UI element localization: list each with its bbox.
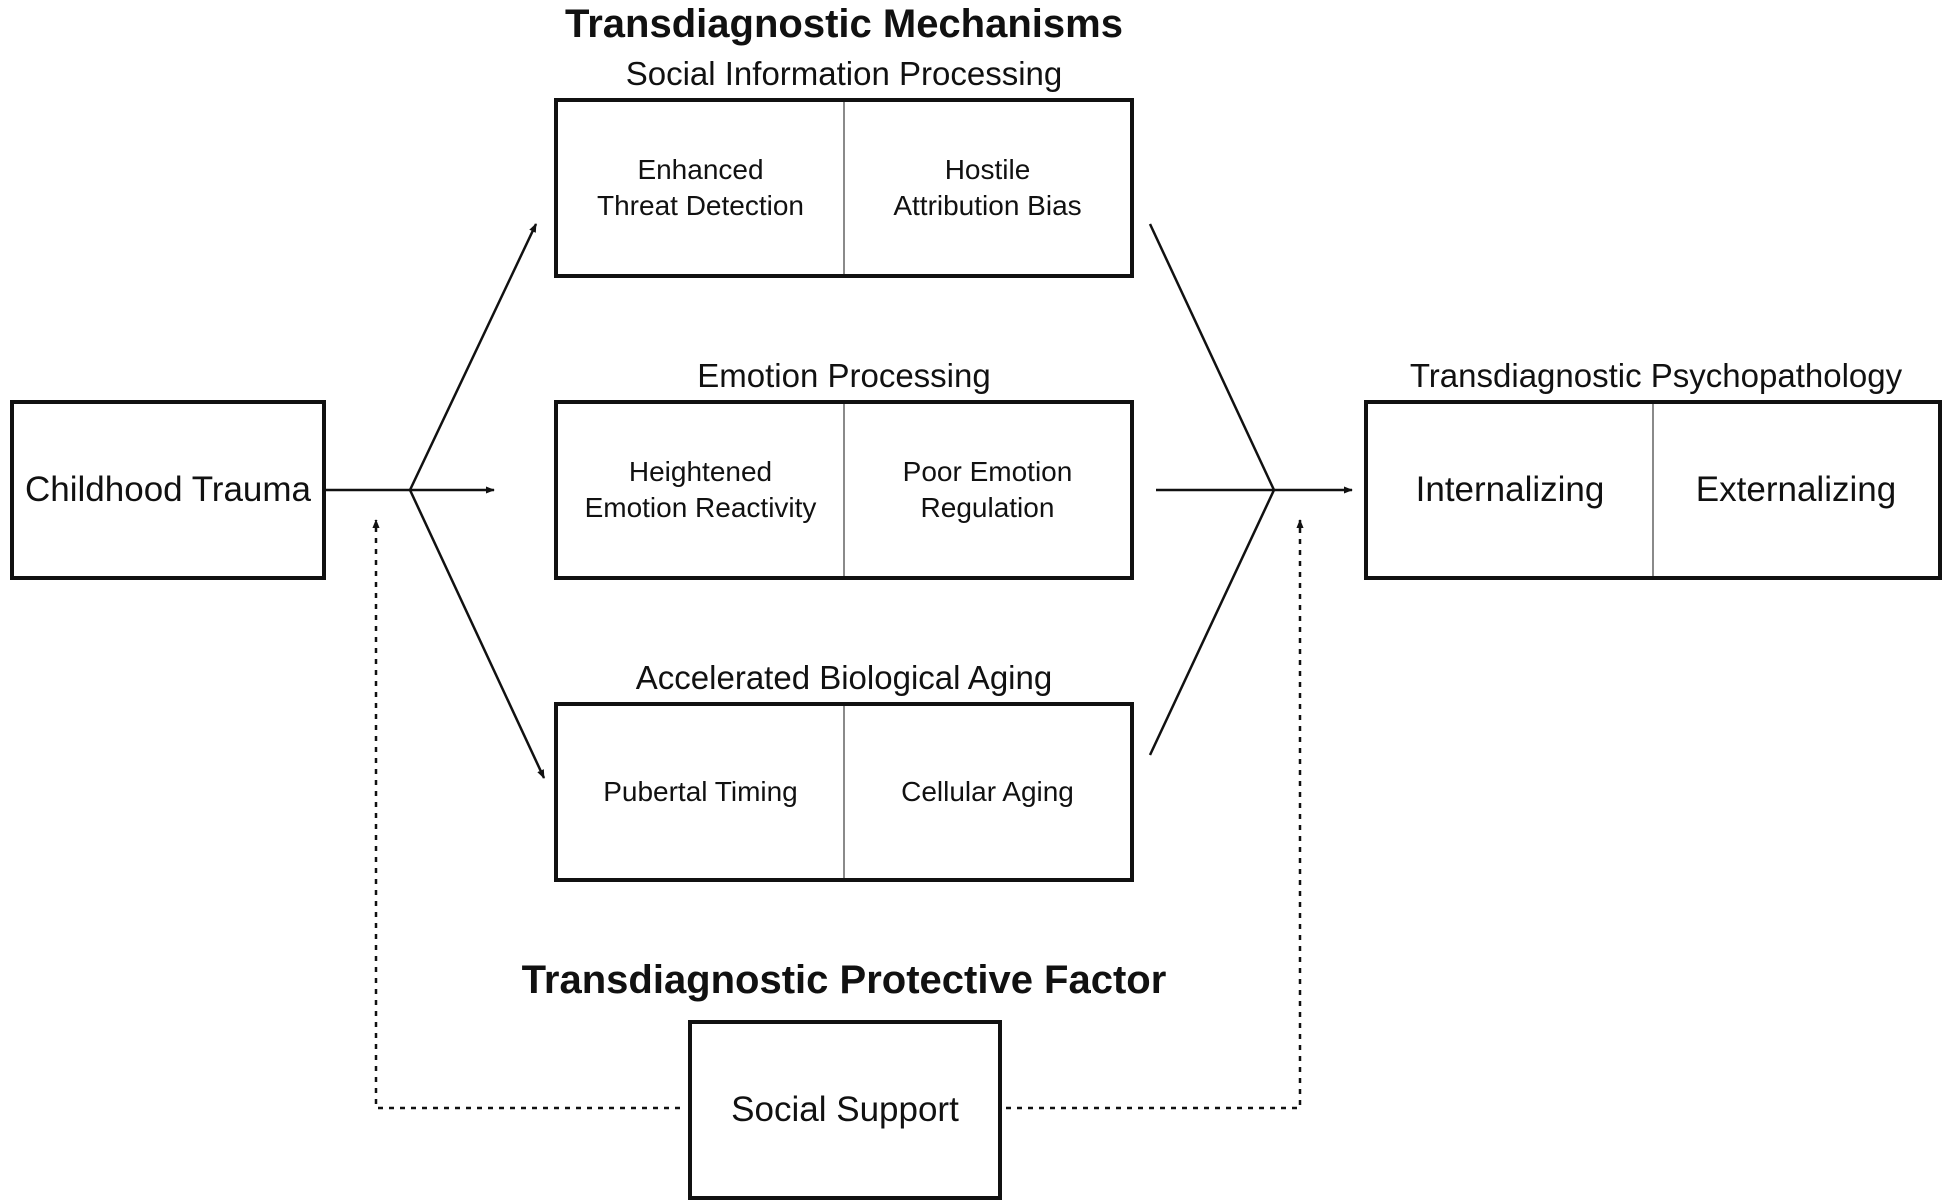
hostile-attribution-bias: Hostile Attribution Bias — [843, 102, 1130, 274]
childhood-trauma-box: Childhood Trauma — [10, 400, 326, 580]
heightened-emotion-reactivity: Heightened Emotion Reactivity — [584, 456, 817, 523]
arrow-to-biological-aging — [408, 489, 546, 779]
enhanced-threat-detection: Enhanced Threat Detection — [597, 154, 804, 221]
support-to-outcome-path-dotted-arrow — [1006, 519, 1304, 1110]
internalizing: Internalizing — [1415, 470, 1605, 509]
biological-aging-title: Accelerated Biological Aging — [635, 659, 1053, 696]
social-support-label: Social Support — [731, 1090, 959, 1129]
mechanisms-heading: Transdiagnostic Mechanisms — [565, 2, 1123, 46]
biological-aging-converge-line — [1148, 489, 1276, 756]
psychopathology-title: Transdiagnostic Psychopathology — [1409, 357, 1903, 394]
pubertal-timing: Pubertal Timing — [603, 776, 798, 807]
social-processing-title: Social Information Processing — [625, 55, 1063, 92]
childhood-trauma-label: Childhood Trauma — [25, 470, 311, 509]
social-support-box: Social Support — [688, 1020, 1002, 1200]
protective-factor-heading: Transdiagnostic Protective Factor — [521, 958, 1167, 1002]
cellular-aging: Cellular Aging — [843, 706, 1130, 878]
social-processing-box: Enhanced Threat Detection Hostile Attrib… — [554, 98, 1134, 278]
support-to-trauma-path-dotted-arrow — [372, 519, 680, 1110]
emotion-processing-title: Emotion Processing — [697, 357, 991, 394]
social-processing-converge-line — [1148, 223, 1276, 491]
emotion-processing-box: Heightened Emotion Reactivity Poor Emoti… — [554, 400, 1134, 580]
poor-emotion-regulation: Poor Emotion Regulation — [843, 404, 1130, 576]
psychopathology-box: Internalizing Externalizing — [1364, 400, 1942, 580]
externalizing: Externalizing — [1652, 404, 1938, 576]
arrow-to-social-processing — [408, 223, 538, 491]
biological-aging-box: Pubertal Timing Cellular Aging — [554, 702, 1134, 882]
